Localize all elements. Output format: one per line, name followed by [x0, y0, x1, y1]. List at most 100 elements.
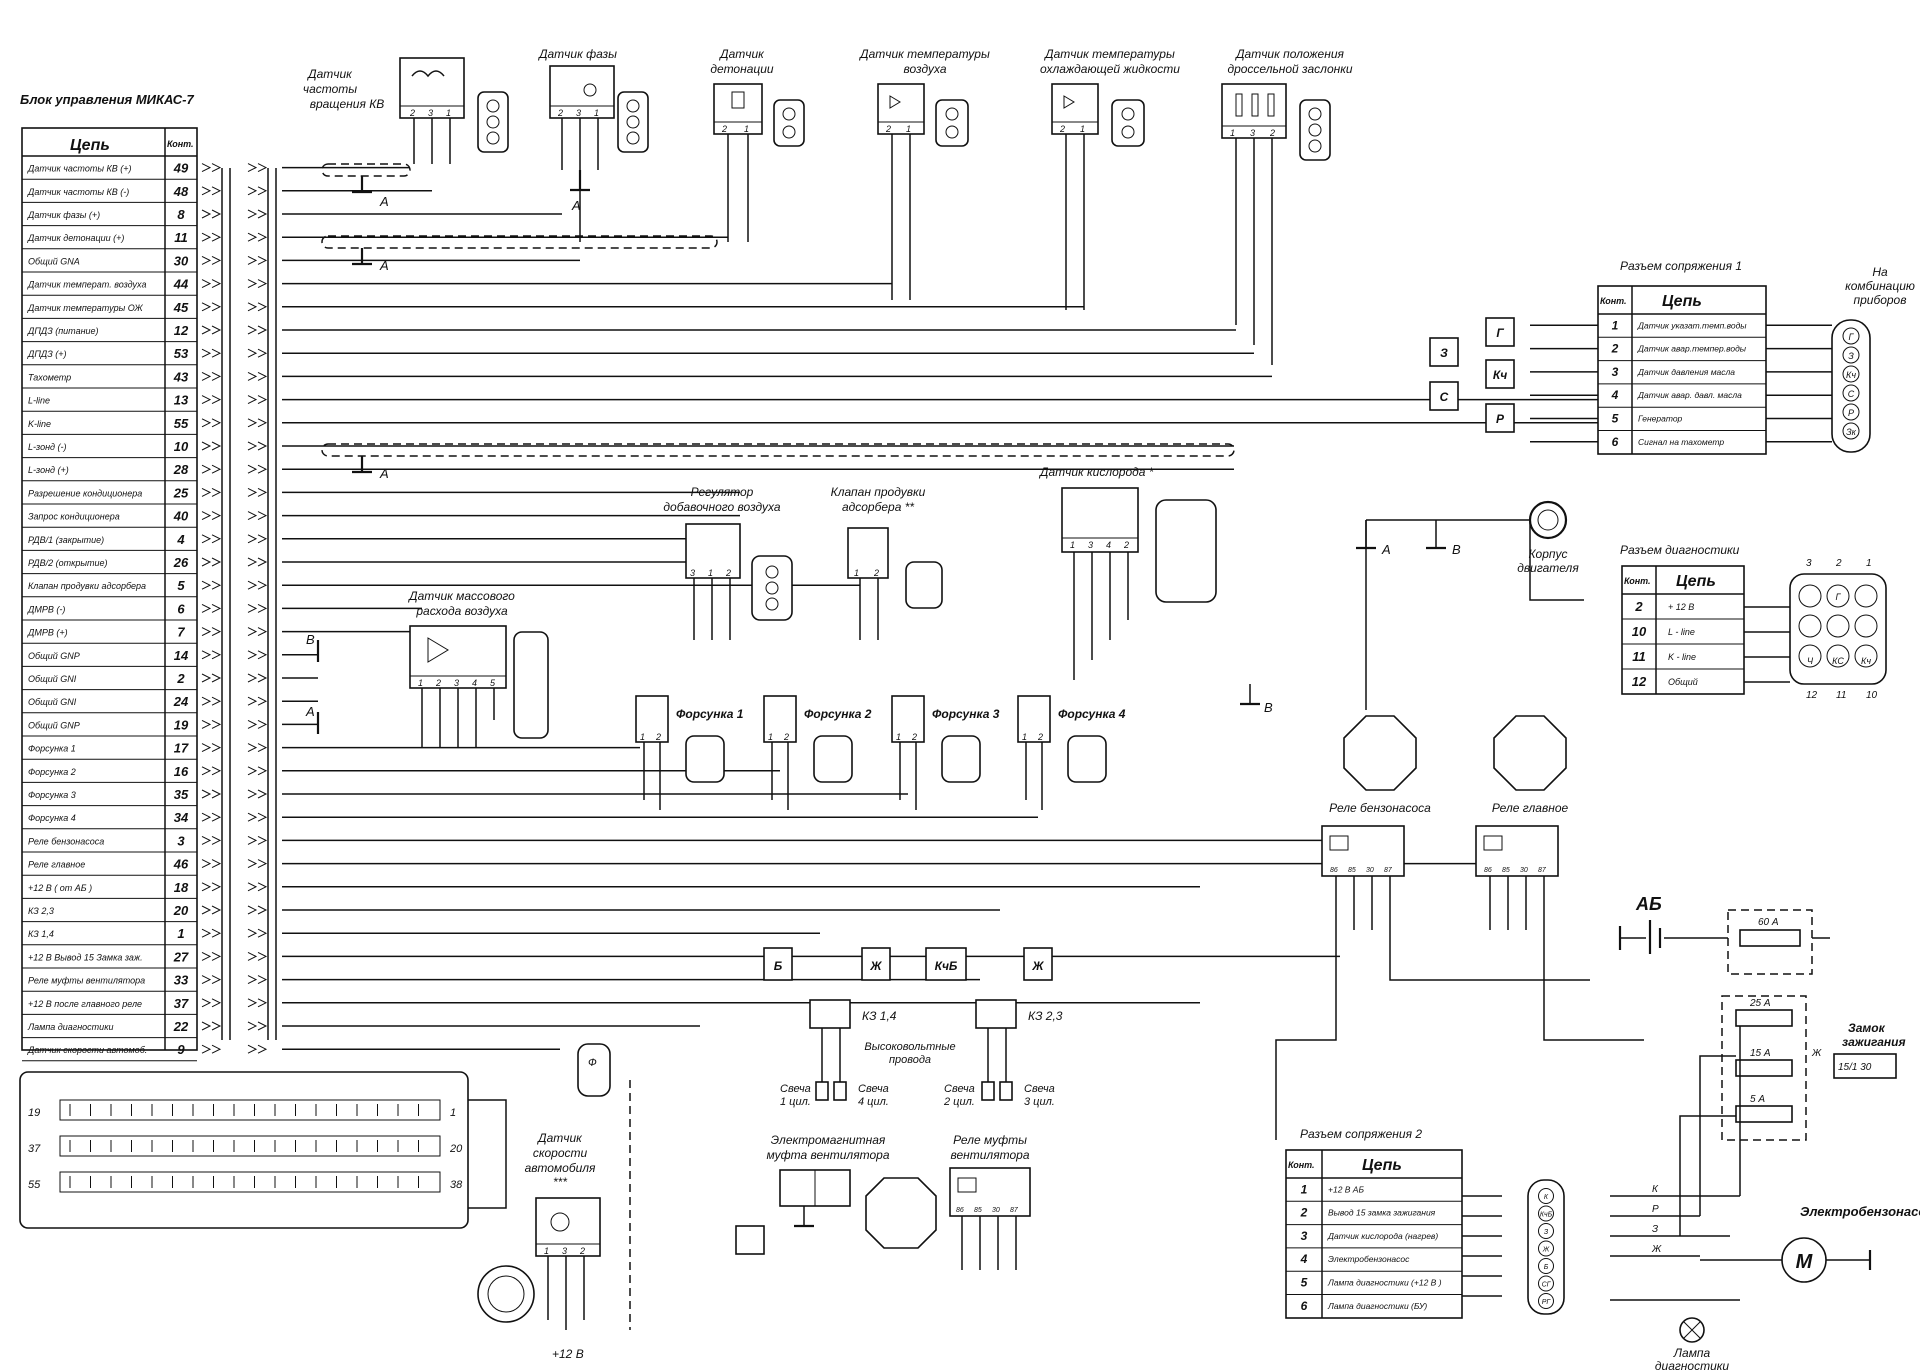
ecu-row-pin: 48 [173, 184, 189, 199]
ecu-row-name: КЗ 2,3 [28, 906, 54, 916]
wire-arrow [201, 279, 222, 289]
ecu-row-name: L-зонд (+) [28, 465, 69, 475]
ecu-row-pin: 12 [174, 323, 189, 338]
svg-text:15/1 30: 15/1 30 [1838, 1062, 1872, 1073]
ecu-row-name: Реле бензонасоса [28, 836, 104, 846]
svg-text:5: 5 [490, 678, 496, 688]
wire-arrow [201, 1021, 222, 1031]
ecu-row-pin: 33 [174, 973, 189, 988]
ecu-table-frame [21, 127, 198, 1051]
wire-arrow [247, 603, 268, 613]
wire-arrow [201, 418, 222, 428]
svg-text:1: 1 [906, 124, 911, 134]
wire-arrow [201, 441, 222, 451]
connector1-pin: 2 [1611, 342, 1619, 356]
connector1-name: Датчик авар. давл. масла [1637, 390, 1742, 400]
diag-pin: 10 [1632, 624, 1647, 639]
ecu-row-name: ДМРВ (-) [27, 604, 65, 614]
svg-text:4: 4 [1106, 540, 1111, 550]
wire-arrow [201, 673, 222, 683]
svg-text:Датчик кислорода *: Датчик кислорода * [1038, 465, 1154, 479]
wire-arrow [201, 464, 222, 474]
svg-text:2: 2 [1123, 540, 1129, 550]
wire-arrow [247, 557, 268, 567]
ecu-row-pin: 22 [173, 1019, 189, 1034]
ecu-row-pin: 43 [173, 369, 189, 384]
svg-text:Разъем сопряжения 2: Разъем сопряжения 2 [1300, 1127, 1422, 1141]
ecu-row-name: Тахометр [28, 372, 71, 382]
ecu-row-pin: 25 [173, 485, 189, 500]
svg-text:2: 2 [721, 124, 727, 134]
relay-pin: 30 [1366, 867, 1374, 874]
ecu-col-circuit: Цепь [70, 137, 110, 154]
ecu-row-name: Общий GNI [28, 674, 77, 684]
connector1-plug-letter: Кч [1846, 370, 1856, 380]
connector1-side-letter: З [1440, 346, 1448, 360]
wire-arrow [247, 1021, 268, 1031]
diag-top-num: 2 [1835, 558, 1842, 569]
svg-text:1: 1 [446, 108, 451, 118]
svg-text:А: А [379, 258, 389, 273]
svg-text:Конт.: Конт. [1600, 296, 1627, 306]
diag-plug-letter: Кч [1861, 656, 1871, 666]
diag-pin: 12 [1632, 674, 1647, 689]
svg-text:2: 2 [655, 732, 661, 742]
svg-text:зажигания: зажигания [1842, 1035, 1906, 1049]
svg-text:1: 1 [1070, 540, 1075, 550]
engine-body-icon [1528, 500, 1568, 540]
ecu-row-pin: 46 [173, 857, 189, 872]
svg-text:2: 2 [873, 568, 879, 578]
svg-text:2: 2 [911, 732, 917, 742]
ecu-row-name: +12 В ( от АБ ) [28, 883, 92, 893]
svg-text:автомобиля: автомобиля [525, 1161, 596, 1175]
ecu-row-pin: 13 [174, 393, 189, 408]
svg-text:2: 2 [885, 124, 891, 134]
svg-text:2: 2 [1059, 124, 1065, 134]
connector2-name: Лампа диагностики (БУ) [1327, 1301, 1427, 1311]
ecu-row-pin: 1 [177, 926, 184, 941]
relay-pin: 86 [1330, 867, 1338, 874]
svg-text:Цепь: Цепь [1362, 1157, 1402, 1174]
svg-text:3: 3 [576, 108, 581, 118]
connector2-pin: 1 [1301, 1182, 1308, 1196]
wire-arrow [247, 696, 268, 706]
diag-pin: 2 [1634, 599, 1643, 614]
relay-pin: 86 [956, 1207, 964, 1214]
wire-arrow [201, 627, 222, 637]
connector2-pin: 3 [1301, 1229, 1308, 1243]
diag-name: K - line [1668, 652, 1696, 662]
ecu-row-name: РДВ/1 (закрытие) [28, 535, 104, 545]
relay-pin: 85 [974, 1207, 982, 1214]
ecu-row-name: Форсунка 3 [28, 790, 76, 800]
svg-text:Датчик положения: Датчик положения [1234, 47, 1344, 61]
ecu-bus [221, 168, 277, 1040]
svg-text:2: 2 [725, 568, 731, 578]
wire-arrow [201, 975, 222, 985]
ecu-col-contact: Конт. [167, 139, 194, 149]
wire-arrow [247, 395, 268, 405]
svg-text:Свеча: Свеча [858, 1083, 889, 1095]
wire-arrow [247, 441, 268, 451]
ecu-row-pin: 9 [177, 1042, 185, 1057]
svg-text:3: 3 [1088, 540, 1093, 550]
ecu-row-name: Разрешение кондиционера [28, 488, 142, 498]
ignition-tag: Ж [1031, 959, 1044, 973]
ecu-row-pin: 10 [174, 439, 189, 454]
svg-text:Датчик: Датчик [718, 47, 765, 61]
svg-text:вентилятора: вентилятора [950, 1148, 1029, 1162]
svg-text:2 цил.: 2 цил. [943, 1096, 975, 1108]
ecu-row-name: Реле муфты вентилятора [28, 976, 145, 986]
injector-label: Форсунка 3 [932, 707, 1000, 721]
connector1-pin: 3 [1612, 365, 1619, 379]
ecu-row-name: Форсунка 4 [28, 813, 76, 823]
wire-arrow [247, 673, 268, 683]
svg-text:комбинацию: комбинацию [1845, 279, 1915, 293]
svg-text:Конт.: Конт. [1624, 576, 1651, 586]
